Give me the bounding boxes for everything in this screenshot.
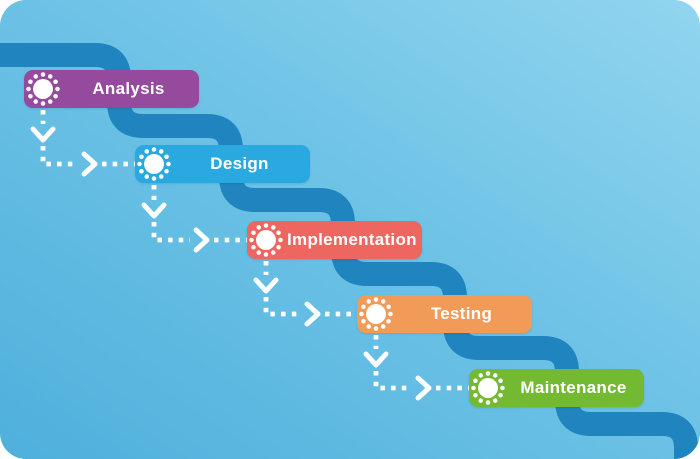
stage-pill-design: Design [135,145,310,183]
stage-pill-analysis: Analysis [24,70,199,108]
dotted-connector-line [40,110,137,167]
stage-label: Analysis [92,79,165,98]
arrowhead-chevron-icon [253,277,321,327]
stage-label: Testing [430,304,493,323]
sun-burst-icon [25,71,61,107]
sun-burst-icon [358,296,394,332]
stage-label: Implementation [287,230,417,249]
sun-burst-icon [470,370,506,406]
dotted-connector-line [151,185,249,243]
stage-label: Design [210,154,269,173]
dotted-connector-line [263,261,359,317]
arrowhead-chevron-icon [141,202,210,253]
stage-pill-maintenance: Maintenance [469,369,644,407]
flow-arrows [30,110,471,401]
dotted-connector-line [373,335,471,391]
arrowhead-chevron-icon [30,126,98,177]
arrowhead-chevron-icon [363,351,432,401]
stage-label: Maintenance [520,378,627,397]
stage-pill-implementation: Implementation [247,221,422,259]
stage-pill-testing: Testing [357,295,532,333]
sun-burst-icon [248,222,284,258]
sun-burst-icon [136,146,172,182]
